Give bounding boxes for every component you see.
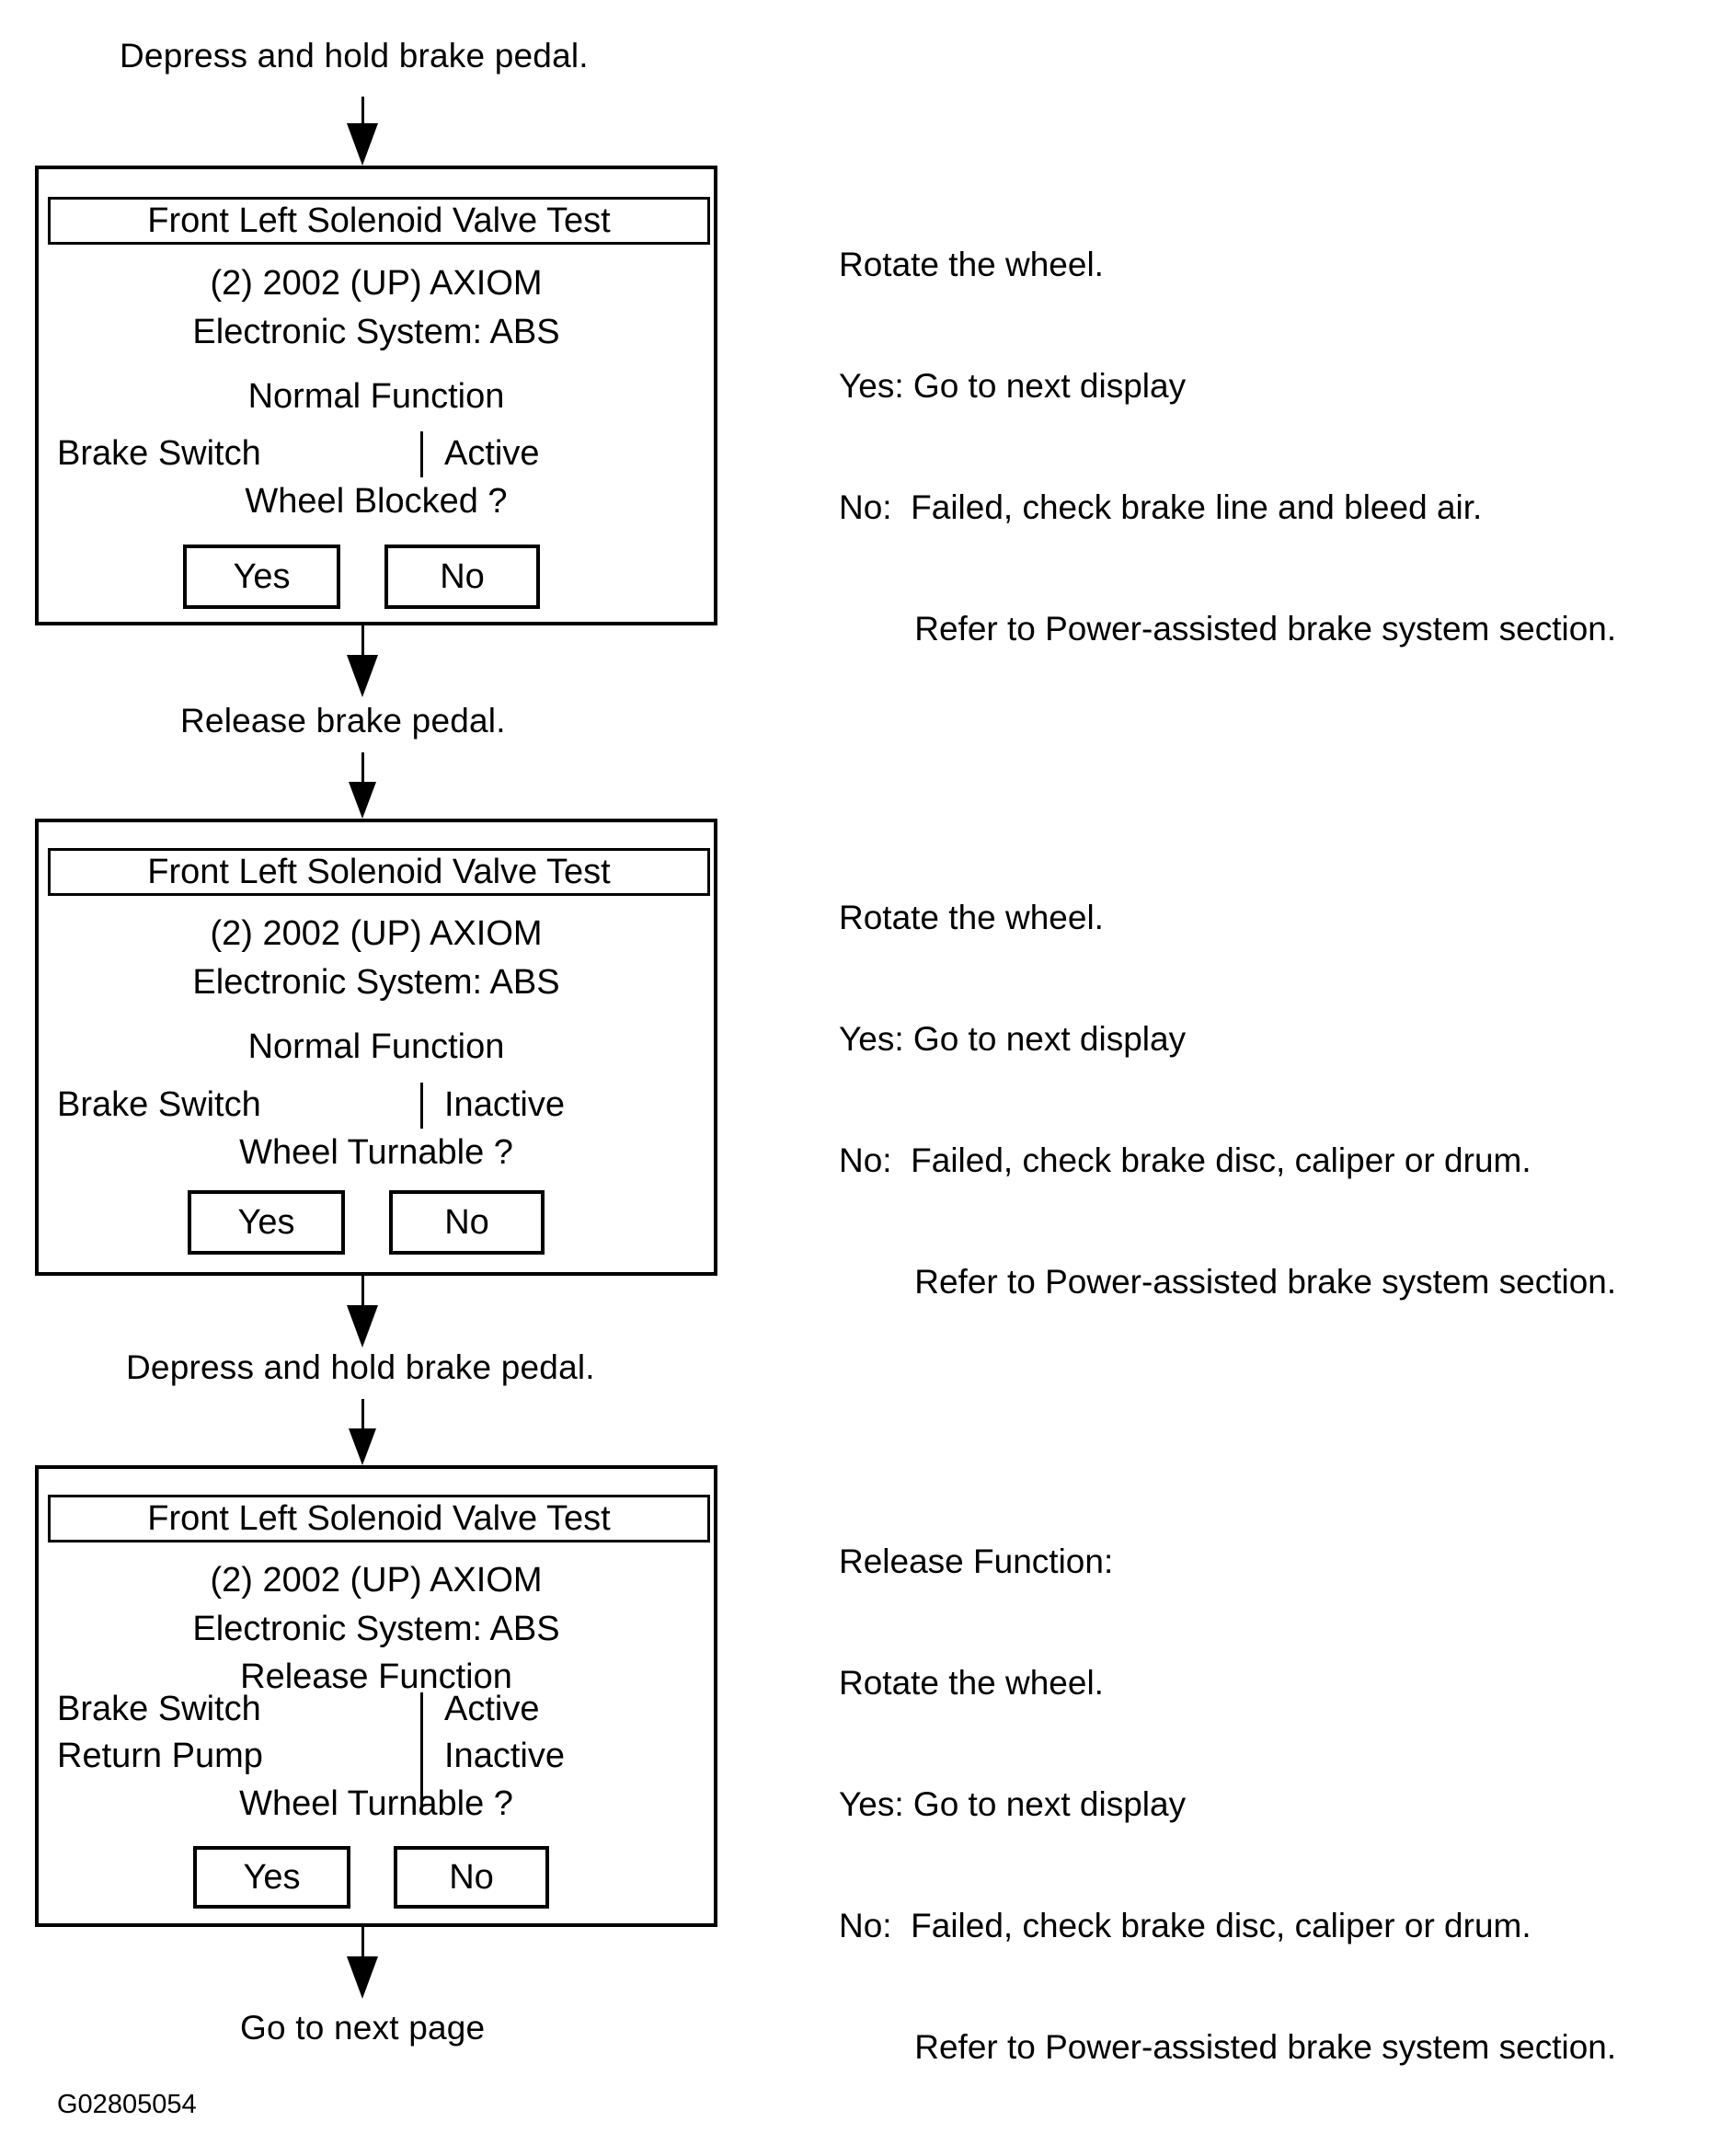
note-panel-3-line-0: Release Function: (839, 1542, 1114, 1580)
caption-top-depress-hold-brake-pedal: Depress and hold brake pedal. (120, 37, 589, 75)
panel-2-question: Wheel Turnable ? (239, 1133, 513, 1172)
note-panel-3-line-4: Refer to Power-assisted brake system sec… (839, 2028, 1617, 2066)
panel-2-title: Front Left Solenoid Valve Test (48, 848, 710, 896)
panel-2-status-divider (420, 1083, 423, 1129)
note-panel-3-line-1: Rotate the wheel. (839, 1664, 1104, 1702)
panel-3-yes-button[interactable]: Yes (193, 1846, 350, 1909)
panel-2-row-0-label: Brake Switch (57, 1085, 261, 1124)
panel-3-vehicle: (2) 2002 (UP) AXIOM (210, 1561, 543, 1600)
display-panel-2: Front Left Solenoid Valve Test (2) 2002 … (35, 819, 717, 1276)
note-panel-2-line-2: Yes: Go to next display (839, 1020, 1187, 1058)
note-panel-2-line-3: No: Failed, check brake disc, caliper or… (839, 1141, 1531, 1179)
note-panel-2-line-4: Refer to Power-assisted brake system sec… (839, 1263, 1617, 1301)
arrow-depress-caption-to-panel-3 (344, 1399, 381, 1465)
panel-1-row-0-value: Active (444, 434, 540, 473)
arrow-panel-2-to-depress-caption (344, 1276, 381, 1348)
arrow-top-to-panel-1 (344, 97, 381, 166)
panel-1-title: Front Left Solenoid Valve Test (48, 197, 710, 245)
note-panel-2-line-1: Rotate the wheel. (839, 899, 1104, 936)
note-panel-3: Release Function: Rotate the wheel. Yes:… (839, 1461, 1616, 2108)
caption-go-to-next-page: Go to next page (240, 2009, 486, 2047)
panel-2-yes-button[interactable]: Yes (188, 1190, 345, 1255)
note-panel-1-line-3: No: Failed, check brake line and bleed a… (839, 488, 1483, 526)
panel-3-row-0-value: Active (444, 1690, 540, 1728)
panel-1-no-button[interactable]: No (384, 545, 540, 609)
note-panel-3-line-3: No: Failed, check brake disc, caliper or… (839, 1907, 1531, 1944)
caption-depress-hold-brake-pedal-2: Depress and hold brake pedal. (126, 1348, 595, 1386)
panel-2-vehicle: (2) 2002 (UP) AXIOM (210, 914, 543, 953)
note-panel-1-line-1: Rotate the wheel. (839, 246, 1104, 283)
arrow-release-caption-to-panel-2 (344, 752, 381, 819)
panel-3-row-0-label: Brake Switch (57, 1690, 261, 1728)
panel-3-row-1-value: Inactive (444, 1737, 565, 1775)
note-panel-2: Rotate the wheel. Yes: Go to next displa… (839, 817, 1616, 1343)
display-panel-3: Front Left Solenoid Valve Test (2) 2002 … (35, 1465, 717, 1927)
display-panel-1: Front Left Solenoid Valve Test (2) 2002 … (35, 166, 717, 625)
panel-1-system: Electronic System: ABS (192, 313, 560, 351)
panel-1-vehicle: (2) 2002 (UP) AXIOM (210, 264, 543, 303)
note-panel-3-line-2: Yes: Go to next display (839, 1785, 1187, 1823)
caption-release-brake-pedal: Release brake pedal. (180, 702, 506, 740)
panel-3-row-1-label: Return Pump (57, 1737, 263, 1775)
panel-1-row-0-label: Brake Switch (57, 434, 261, 473)
panel-3-system: Electronic System: ABS (192, 1610, 560, 1648)
panel-2-system: Electronic System: ABS (192, 963, 560, 1002)
note-panel-1: Rotate the wheel. Yes: Go to next displa… (839, 164, 1616, 690)
panel-2-function: Normal Function (247, 1027, 505, 1066)
figure-id-label: G02805054 (57, 2090, 197, 2119)
panel-2-no-button[interactable]: No (389, 1190, 545, 1255)
note-panel-1-line-2: Yes: Go to next display (839, 367, 1187, 405)
panel-3-question: Wheel Turnable ? (239, 1784, 513, 1823)
panel-2-row-0-value: Inactive (444, 1085, 565, 1124)
note-panel-1-line-4: Refer to Power-assisted brake system sec… (839, 610, 1617, 648)
arrow-panel-1-to-release-caption (344, 625, 381, 697)
arrow-panel-3-to-next-page (344, 1927, 381, 1999)
panel-3-no-button[interactable]: No (394, 1846, 549, 1909)
panel-1-yes-button[interactable]: Yes (183, 545, 340, 609)
panel-3-status-divider (420, 1692, 423, 1810)
panel-1-function: Normal Function (247, 377, 505, 416)
panel-1-question: Wheel Blocked ? (245, 482, 508, 521)
panel-3-title: Front Left Solenoid Valve Test (48, 1495, 710, 1542)
panel-1-status-divider (420, 431, 423, 477)
panel-3-function: Release Function (240, 1657, 512, 1696)
